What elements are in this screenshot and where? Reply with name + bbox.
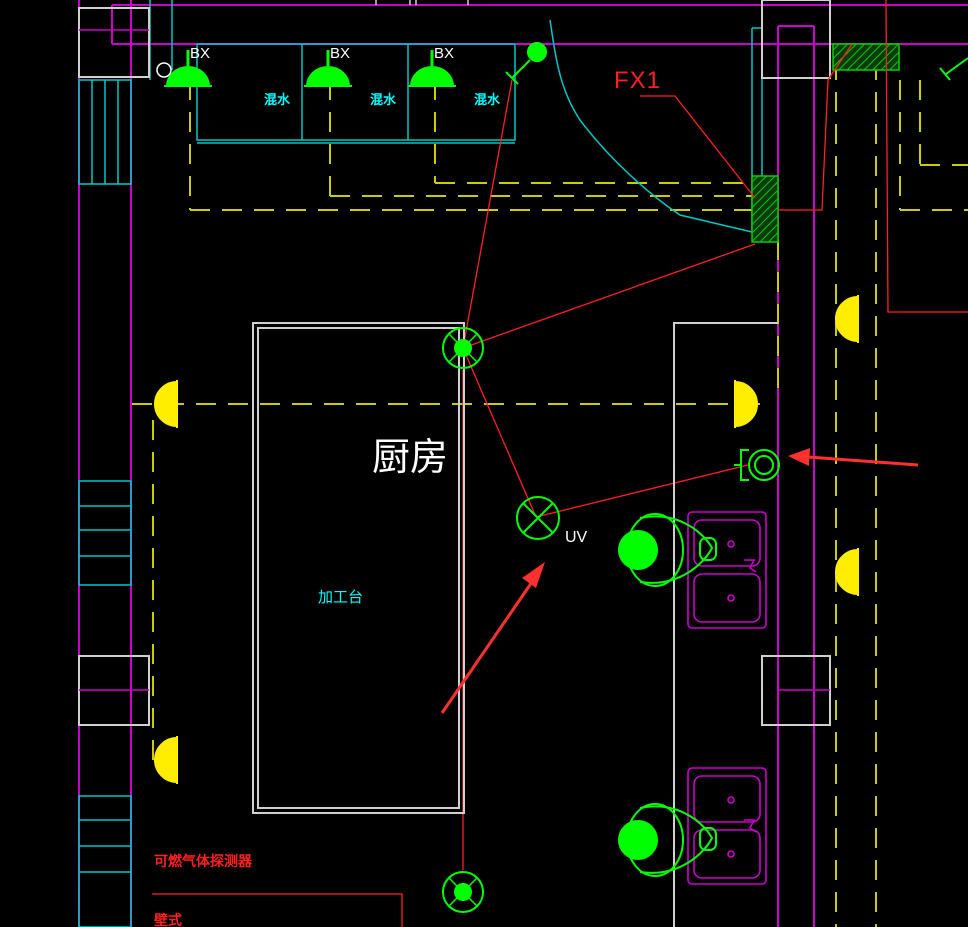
- exhaust-shaft: [751, 175, 779, 243]
- gas-detector-label: 可燃气体探测器: [154, 853, 253, 870]
- wall-sensor-icon: [154, 380, 178, 428]
- pendant-lamp-icon: [164, 50, 212, 87]
- left-windows: [78, 79, 132, 927]
- uv-label: UV: [565, 529, 588, 546]
- counter: [673, 322, 778, 927]
- room-label: 厨房: [372, 435, 448, 479]
- fx1-label: FX1: [614, 67, 661, 94]
- wall-sensor-icon: [835, 295, 859, 343]
- work-bench: [252, 322, 465, 814]
- bx-label-2: BX: [330, 45, 350, 62]
- bottom-note-label: 壁式: [154, 912, 182, 927]
- socket-icon: [734, 449, 780, 481]
- cook-figure-icon: [618, 513, 717, 587]
- top-walls: [111, 4, 968, 45]
- bx-label-1: BX: [190, 45, 210, 62]
- wall-sensor-icon: [835, 548, 859, 596]
- sink-icon: [687, 511, 767, 629]
- switch-icon: [939, 57, 968, 81]
- top-ticks: [375, 0, 469, 5]
- mix-label-1: 混水: [264, 92, 291, 108]
- bench-label: 加工台: [318, 588, 363, 606]
- left-wall: [78, 0, 173, 927]
- pendant-lamp-icon: [304, 50, 352, 87]
- switch-icon: [505, 42, 547, 85]
- sink-icon: [687, 767, 767, 885]
- wall-sensor-icon: [154, 736, 178, 784]
- bx-label-3: BX: [434, 45, 454, 62]
- cook-figure-icon: [618, 803, 717, 877]
- pendant-fixtures: [156, 43, 516, 144]
- ceiling-light-icon: [442, 327, 484, 369]
- duct-line: [549, 19, 753, 233]
- ceiling-light-icon: [442, 871, 484, 913]
- uv-lamp-icon: [516, 496, 560, 540]
- red-arrow-icon: [440, 562, 545, 714]
- red-wiring: [152, 0, 968, 927]
- wall-sensor-icon: [734, 380, 758, 428]
- red-arrow-icon: [788, 448, 919, 467]
- mix-label-3: 混水: [474, 92, 501, 108]
- pendant-lamp-icon: [408, 50, 456, 87]
- mix-label-2: 混水: [370, 92, 397, 108]
- sensor-routes: [132, 60, 968, 927]
